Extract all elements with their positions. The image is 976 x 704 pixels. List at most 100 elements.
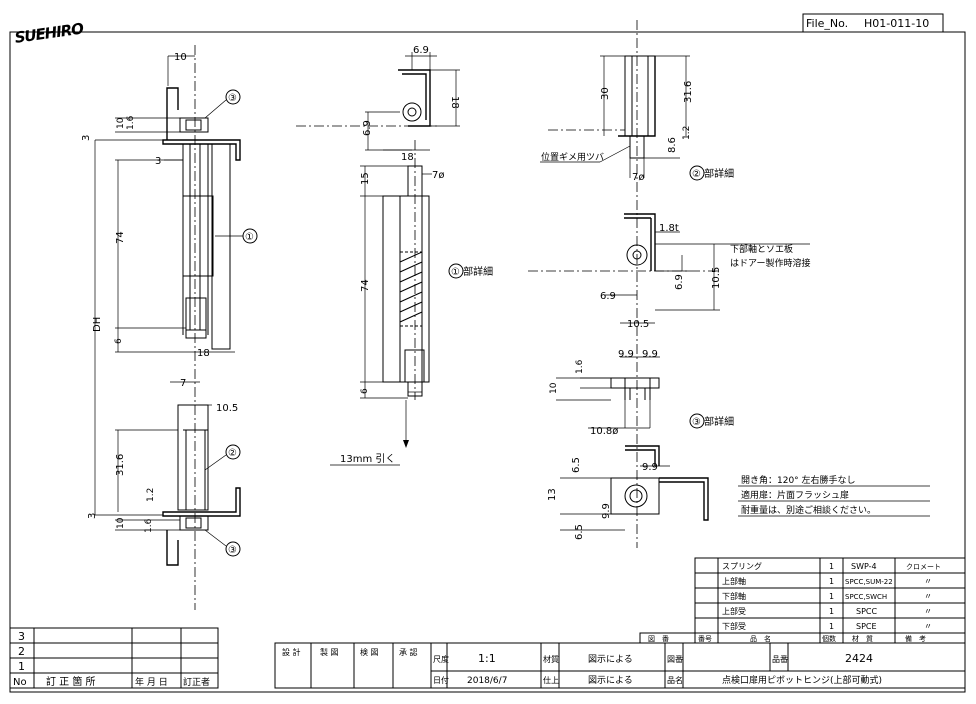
parts-row-2-material: SPCC,SUM-22	[845, 578, 893, 586]
parts-row-4-material: SPCC	[856, 607, 877, 616]
dim-74-a: 74	[115, 231, 126, 244]
parts-row-2-qty: 1	[829, 577, 834, 586]
parts-row-1-remark: クロメート	[906, 563, 941, 571]
detail-1-callout: ① 部詳細	[451, 265, 493, 278]
title-check: 検 図	[360, 647, 379, 657]
dim-10-5-a: 10.5	[216, 403, 238, 414]
dim-10-8phi: 10.8ø	[590, 426, 618, 437]
tsuba-note: 位置ギメ用ツバ	[541, 151, 604, 163]
dim-1-6-a: 1.6	[126, 115, 136, 130]
file-no-box	[802, 13, 944, 33]
title-material: 図示による	[588, 654, 633, 665]
title-date-label: 日付	[433, 675, 449, 685]
dim-18-b: 18	[401, 152, 414, 163]
dim-3-c: 3	[87, 513, 98, 519]
title-product-name: 点検口扉用ピボットヒンジ(上部可動式)	[722, 674, 882, 686]
dim-3-a: 3	[81, 135, 92, 141]
parts-row-3-remark: 〃	[924, 592, 932, 601]
parts-row-5-remark: 〃	[924, 622, 932, 631]
parts-header-qty: 個数	[822, 634, 836, 643]
dim-18-c: 18	[449, 96, 460, 109]
parts-row-3-material: SPCC,SWCH	[845, 593, 887, 601]
detail-2-callout: ② 部詳細	[692, 167, 734, 180]
dim-9-9-a: 9.9	[618, 349, 634, 360]
title-finish-label: 仕上	[543, 675, 559, 685]
dim-dh: DH	[92, 317, 103, 332]
parts-header-no: 番号	[698, 635, 712, 643]
revision-header-editor: 訂正者	[183, 676, 210, 688]
detail-1-view: 18 6.9 6.9 18 15 74 6 7ø ① 部詳細	[296, 45, 493, 466]
dim-31-6-b: 31.6	[683, 81, 694, 103]
notes-block: 開き角：120° 左右勝手なし 適用扉：片面フラッシュ扉 耐重量は、別途ご相談く…	[738, 474, 930, 517]
title-scale-label: 尺度	[433, 654, 449, 664]
detail-2-view: 30 31.6 1.2 8.6 7ø 位置ギメ用ツバ ② 部詳細 1.8t 下部…	[528, 20, 810, 548]
dim-10-5-c: 10.5	[627, 319, 649, 330]
title-drawing-no-label: 図番	[667, 654, 683, 664]
dim-30: 30	[600, 87, 611, 100]
file-no-value: H01-011-10	[864, 17, 929, 30]
callout-3-top: ③	[228, 93, 237, 104]
dim-31-6-a: 31.6	[115, 454, 126, 476]
parts-table: スプリング 1 SWP-4 クロメート 上部軸 1 SPCC,SUM-22 〃 …	[639, 557, 966, 644]
parts-row-2-name: 上部軸	[722, 576, 746, 586]
elevation-view: 10 1.6 10 3 3 74 DH 6 18 7 10.5 31.6 1.2…	[81, 45, 258, 610]
parts-row-1-material: SWP-4	[851, 562, 877, 571]
suehiro-logo: SUEHIRO	[14, 19, 86, 47]
title-drawing: 製 図	[320, 647, 339, 657]
parts-header-remark: 備 考	[905, 634, 926, 643]
dim-6-9-b: 6.9	[362, 120, 373, 136]
revision-table: 3 2 1 No 訂 正 箇 所 年 月 日 訂正者	[9, 627, 219, 689]
dim-74-b: 74	[360, 279, 371, 292]
note-2: 適用扉：片面フラッシュ扉	[741, 489, 849, 501]
title-product-no: 2424	[845, 652, 873, 665]
dim-top-10: 10	[174, 52, 187, 63]
callout-2: ②	[228, 448, 237, 459]
parts-row-4-name: 上部受	[722, 606, 746, 616]
title-finish: 図示による	[588, 675, 633, 686]
parts-header-drawing: 図 番	[648, 635, 669, 643]
dim-7: 7	[180, 378, 186, 389]
file-no-label: File_No.	[806, 17, 848, 30]
parts-header-name: 品 名	[750, 634, 771, 643]
title-date: 2018/6/7	[467, 676, 507, 686]
revision-header-date: 年 月 日	[135, 676, 168, 688]
dim-6-9-d: 6.9	[674, 274, 685, 290]
dim-6-9-c: 6.9	[600, 291, 616, 302]
note-lower-2: はドアー製作時溶接	[730, 257, 810, 269]
sheet-border	[9, 31, 966, 693]
revision-row-1: 1	[18, 660, 25, 673]
note-lower-1: 下部軸とソエ板	[730, 243, 793, 255]
dim-9-9-c: 9.9	[642, 462, 658, 473]
dim-10-b: 10	[116, 517, 126, 529]
parts-row-2-remark: 〃	[924, 577, 932, 586]
title-block: 設 計 製 図 検 図 承 認 尺度 1:1 日付 2018/6/7 材質 図示…	[274, 642, 966, 689]
dim-6-9-a: 6.9	[413, 45, 429, 56]
note-3: 耐重量は、別途ご相談ください。	[741, 504, 876, 516]
dim-1-6-c: 1.6	[575, 359, 585, 374]
dim-6-a: 6	[114, 338, 124, 344]
parts-row-4-remark: 〃	[924, 607, 932, 616]
pull-note: 13mm 引く	[340, 453, 395, 465]
parts-row-3-name: 下部軸	[722, 591, 746, 601]
dim-9-9-b: 9.9	[642, 349, 658, 360]
title-product-no-label: 品番	[772, 654, 788, 664]
parts-row-1-qty: 1	[829, 562, 834, 571]
dim-1-2-a: 1.2	[146, 488, 156, 502]
parts-row-5-qty: 1	[829, 622, 834, 631]
dim-7phi: 7ø	[432, 170, 444, 181]
title-material-label: 材質	[543, 654, 559, 664]
parts-row-5-name: 下部受	[722, 621, 746, 631]
detail-3-callout: ③ 部詳細	[692, 415, 734, 428]
dim-13: 13	[547, 488, 558, 501]
title-scale: 1:1	[478, 652, 496, 665]
dim-6-b: 6	[360, 388, 370, 394]
revision-header-no: No	[13, 677, 27, 688]
dim-18-a: 18	[197, 348, 210, 359]
callout-1: ①	[245, 232, 254, 243]
dim-10-a: 10	[116, 117, 126, 129]
dim-9-9-d: 9.9	[601, 503, 612, 519]
parts-header-material: 材 質	[852, 634, 873, 643]
note-1: 開き角：120° 左右勝手なし	[741, 474, 856, 486]
parts-row-1-name: スプリング	[722, 561, 762, 571]
